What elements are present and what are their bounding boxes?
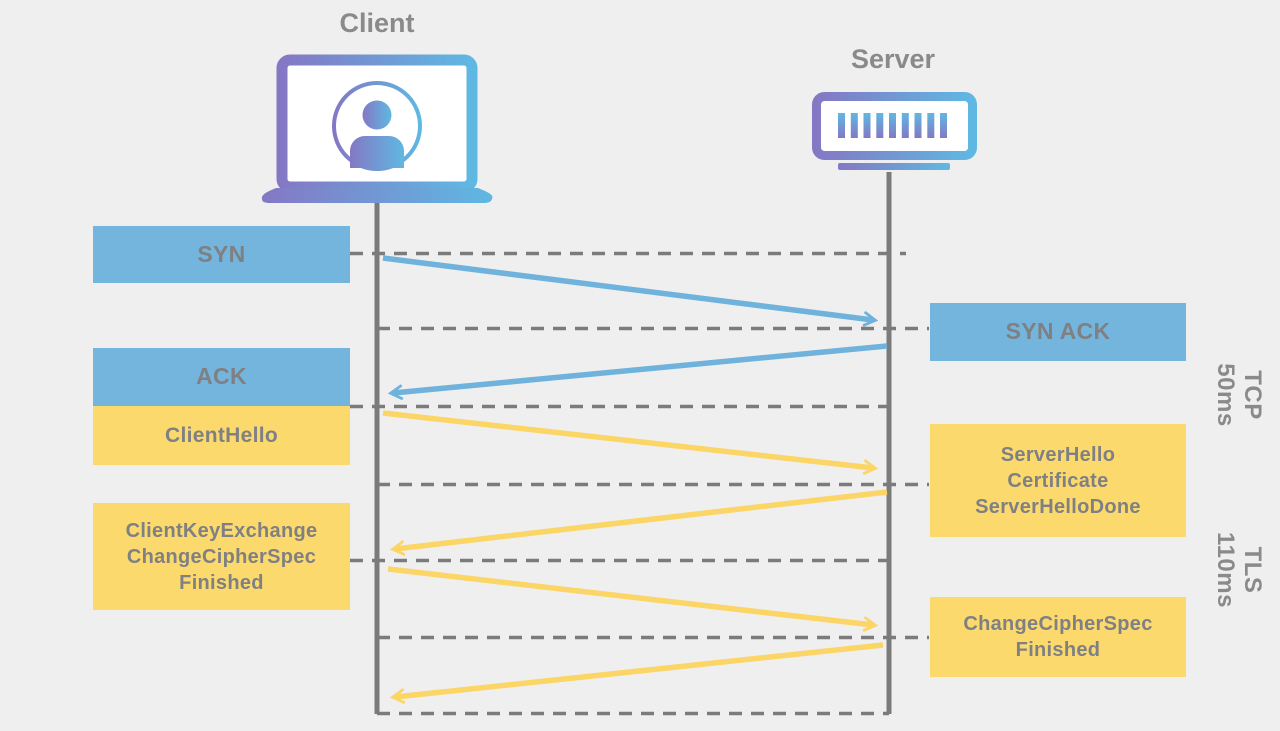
server-slots: [838, 113, 947, 138]
user-avatar-body: [350, 136, 404, 168]
server-base: [838, 163, 950, 170]
message-ack-label: ACK: [196, 363, 247, 390]
phase-tcp-duration: TCP 50ms: [1212, 335, 1266, 455]
phase-tcp-time: 50ms: [1212, 363, 1239, 427]
message-syn-ack: SYN ACK: [930, 303, 1186, 361]
arrow-syn: [382, 255, 879, 327]
server-title: Server: [850, 44, 936, 74]
message-syn-label: SYN: [197, 240, 246, 267]
user-avatar-circle: [332, 81, 422, 171]
message-server-hello: ServerHello Certificate ServerHelloDone: [930, 424, 1186, 537]
arrow-change-cipher-spec: [389, 642, 884, 704]
message-ack: ACK: [93, 348, 350, 406]
server-rack-icon: [812, 92, 977, 170]
message-client-key-exchange-label: ClientKeyExchange ChangeCipherSpec Finis…: [125, 519, 318, 594]
message-change-cipher-spec: ChangeCipherSpec Finished: [930, 597, 1186, 677]
phase-tls-time: 110ms: [1212, 532, 1239, 608]
user-avatar-head: [362, 100, 392, 130]
arrow-server-hello: [389, 489, 888, 556]
message-syn: SYN: [93, 226, 350, 283]
message-client-key-exchange: ClientKeyExchange ChangeCipherSpec Finis…: [93, 503, 350, 610]
arrow-client-key-exchange: [387, 566, 879, 632]
phase-tls-name: TLS: [1239, 546, 1266, 594]
client-laptop-icon: [261, 54, 493, 203]
phase-tls-duration: TLS 110ms: [1212, 510, 1266, 630]
message-change-cipher-spec-label: ChangeCipherSpec Finished: [963, 613, 1153, 661]
arrow-syn-ack: [387, 343, 888, 400]
message-syn-ack-label: SYN ACK: [1005, 318, 1111, 345]
client-title: Client: [339, 8, 415, 38]
laptop-base: [261, 188, 493, 203]
phase-tcp-name: TCP: [1239, 370, 1266, 420]
message-client-hello: ClientHello: [93, 406, 350, 465]
message-client-hello-label: ClientHello: [165, 423, 278, 447]
message-server-hello-label: ServerHello Certificate ServerHelloDone: [975, 443, 1141, 518]
arrow-client-hello: [382, 410, 879, 475]
